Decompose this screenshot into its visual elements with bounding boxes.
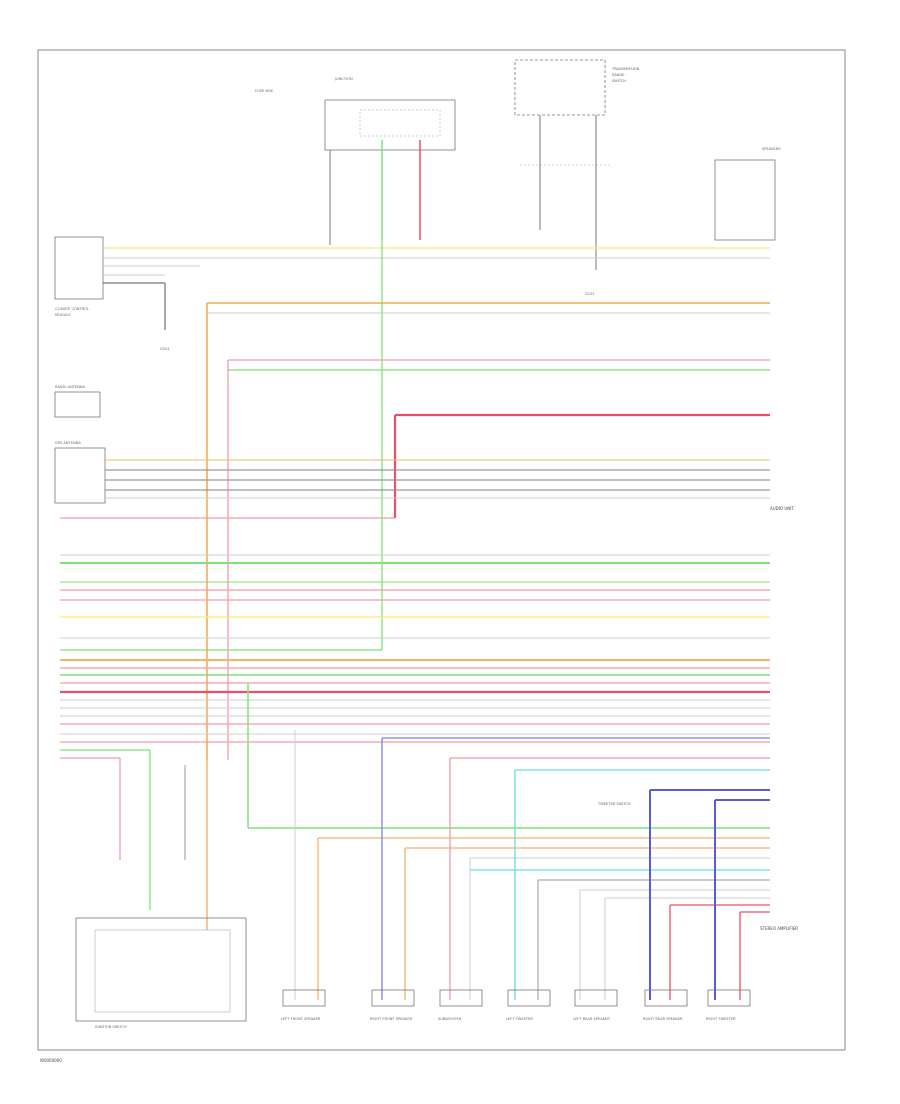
speakers: LEFT FRONT SPEAKER RIGHT FRONT SPEAKER SUB…	[281, 989, 751, 1021]
mid-wires	[60, 554, 770, 910]
footer-code: W0000000	[40, 1058, 62, 1063]
trans-range-switch: TRANSMISSION RANGE SWITCH	[514, 59, 640, 116]
speaker-feeds	[294, 730, 770, 1000]
speaker-7: RIGHT TWEETER	[706, 989, 751, 1021]
speaker-label: SUBWOOFER	[438, 1017, 462, 1021]
svg-text:GPS ANTENNA: GPS ANTENNA	[55, 441, 81, 445]
svg-text:G201: G201	[160, 347, 170, 351]
speaker-4: LEFT TWEETER	[506, 989, 551, 1021]
svg-text:TWEETER SWITCH: TWEETER SWITCH	[597, 802, 631, 806]
tweeter-switch: TWEETER SWITCH	[597, 802, 631, 806]
svg-text:CLIMATE CONTROL: CLIMATE CONTROL	[55, 307, 89, 311]
svg-text:STEREO AMPLIFIER: STEREO AMPLIFIER	[760, 926, 798, 931]
speaker-label: LEFT FRONT SPEAKER	[281, 1017, 321, 1021]
svg-text:JUNCTION: JUNCTION	[334, 77, 353, 81]
radio-antenna: RADIO ANTENNA	[54, 385, 101, 418]
svg-text:AUDIO UNIT: AUDIO UNIT	[770, 506, 794, 511]
speaker-label: LEFT TWEETER	[506, 1017, 533, 1021]
ignition-switch-box: IGNITION SWITCH	[75, 917, 247, 1029]
speaker-label: RIGHT REAR SPEAKER	[643, 1017, 683, 1021]
speaker-5: LEFT REAR SPEAKER	[573, 989, 618, 1021]
svg-text:TRANSMISSION: TRANSMISSION	[611, 67, 640, 71]
speaker-3: SUBWOOFER	[438, 989, 483, 1021]
svg-text:IGNITION SWITCH: IGNITION SWITCH	[95, 1025, 127, 1029]
speaker-label: RIGHT TWEETER	[706, 1017, 736, 1021]
svg-text:RANGE: RANGE	[612, 73, 625, 77]
svg-text:MODULE: MODULE	[55, 313, 71, 317]
svg-text:SPEAKERS: SPEAKERS	[762, 147, 781, 151]
gps-antenna: GPS ANTENNA	[54, 441, 106, 504]
svg-text:FUSE BOX: FUSE BOX	[255, 89, 273, 93]
gps-wires	[105, 459, 770, 499]
speaker-1: LEFT FRONT SPEAKER	[281, 989, 326, 1021]
top-right-connector: SPEAKERS	[714, 147, 781, 241]
speaker-label: LEFT REAR SPEAKER	[573, 1017, 610, 1021]
junction-box: JUNCTION FUSE BOX	[255, 77, 456, 151]
svg-text:SWITCH: SWITCH	[612, 79, 626, 83]
svg-text:RADIO ANTENNA: RADIO ANTENNA	[55, 385, 86, 389]
speaker-6: RIGHT REAR SPEAKER	[643, 989, 688, 1021]
svg-text:G101: G101	[585, 292, 595, 296]
speaker-label: RIGHT FRONT SPEAKER	[370, 1017, 413, 1021]
diagram-frame	[37, 49, 846, 1051]
speaker-2: RIGHT FRONT SPEAKER	[370, 989, 415, 1021]
climate-control-module: CLIMATE CONTROL MODULE	[54, 236, 104, 317]
